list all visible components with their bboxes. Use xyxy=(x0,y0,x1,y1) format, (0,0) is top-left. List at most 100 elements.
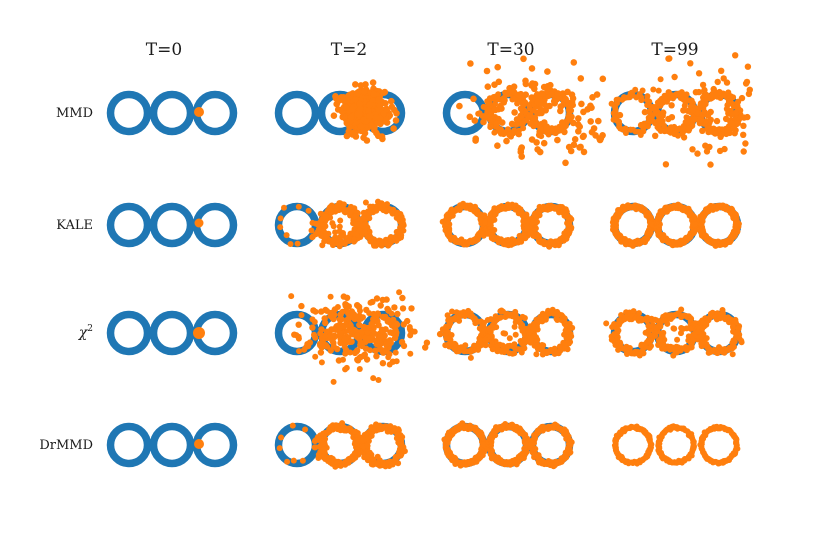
particle xyxy=(652,132,659,139)
particle xyxy=(360,88,368,95)
particle xyxy=(327,293,334,300)
panel-mmd-t99 xyxy=(608,52,753,168)
particle xyxy=(696,117,704,124)
particle xyxy=(331,332,338,339)
particle xyxy=(376,101,384,109)
column-header-t99: T=99 xyxy=(651,40,698,60)
particle xyxy=(349,129,357,137)
particle xyxy=(354,347,361,354)
particle xyxy=(498,348,505,355)
particle xyxy=(356,105,364,113)
particle xyxy=(570,141,578,149)
particle xyxy=(543,126,551,134)
particle xyxy=(379,313,386,321)
particle xyxy=(522,77,529,85)
particle xyxy=(383,296,390,303)
particle xyxy=(707,108,714,116)
particle xyxy=(691,221,698,228)
particle xyxy=(521,337,528,344)
particle xyxy=(520,55,527,63)
particle xyxy=(394,310,401,318)
particle xyxy=(484,83,492,90)
particle xyxy=(714,78,721,86)
particle xyxy=(391,304,398,311)
panel-drmmd-t99 xyxy=(611,423,741,467)
particle xyxy=(575,115,582,122)
particle xyxy=(540,139,548,147)
particle xyxy=(589,94,596,101)
particle xyxy=(472,137,479,144)
particle xyxy=(470,95,477,103)
panel-drmmd-t2 xyxy=(274,420,408,470)
particle xyxy=(392,327,399,334)
particle xyxy=(657,76,664,83)
particle xyxy=(575,128,582,135)
particle xyxy=(574,121,582,128)
particle xyxy=(730,125,738,132)
particle xyxy=(278,434,284,441)
particle xyxy=(713,117,721,125)
particle xyxy=(311,444,318,451)
particle xyxy=(695,70,703,77)
particle xyxy=(702,142,709,149)
particle xyxy=(731,130,738,137)
particle xyxy=(388,103,396,111)
particle xyxy=(481,113,488,120)
particle xyxy=(287,241,294,247)
particle xyxy=(356,227,363,234)
particle xyxy=(703,148,711,155)
particle xyxy=(495,91,502,98)
particle xyxy=(531,332,538,339)
particle xyxy=(599,75,607,83)
particle xyxy=(493,120,500,127)
particle xyxy=(314,229,321,236)
particle xyxy=(483,67,491,75)
panel-mmd-t30 xyxy=(442,55,607,167)
particle xyxy=(565,328,572,335)
particle xyxy=(518,144,525,151)
particle xyxy=(689,146,696,153)
particle xyxy=(511,109,518,116)
particle xyxy=(362,199,369,206)
particle xyxy=(580,148,588,156)
particle xyxy=(351,96,359,103)
particle xyxy=(342,366,349,373)
column-header-t30: T=30 xyxy=(487,40,534,60)
particle xyxy=(700,319,707,326)
row-label-kale: KALE xyxy=(56,218,93,233)
particle xyxy=(343,96,351,104)
column-header-t2: T=2 xyxy=(331,40,367,60)
particle xyxy=(350,220,357,227)
particle xyxy=(699,127,706,134)
particle xyxy=(665,55,672,62)
panel-chi2-t2 xyxy=(274,289,444,385)
particle xyxy=(340,323,347,330)
particle xyxy=(381,88,389,96)
particle xyxy=(386,361,393,368)
particle xyxy=(494,63,502,71)
particle xyxy=(531,114,539,122)
particle xyxy=(628,89,635,96)
particle xyxy=(354,332,360,339)
particle xyxy=(661,122,667,129)
particle xyxy=(366,310,373,317)
particle xyxy=(360,324,367,331)
particle xyxy=(400,342,408,350)
particle xyxy=(724,129,731,136)
particle xyxy=(566,441,573,448)
particle xyxy=(352,81,359,88)
particle xyxy=(335,97,342,105)
particle xyxy=(277,224,284,231)
particle xyxy=(277,215,284,222)
particle xyxy=(671,130,678,138)
particle xyxy=(514,100,521,107)
particle xyxy=(289,422,296,429)
particle xyxy=(595,117,602,125)
particle xyxy=(375,96,382,104)
particle xyxy=(378,327,386,335)
particle xyxy=(480,118,487,126)
particle xyxy=(559,119,566,126)
particle xyxy=(554,136,561,144)
particle xyxy=(641,108,649,116)
